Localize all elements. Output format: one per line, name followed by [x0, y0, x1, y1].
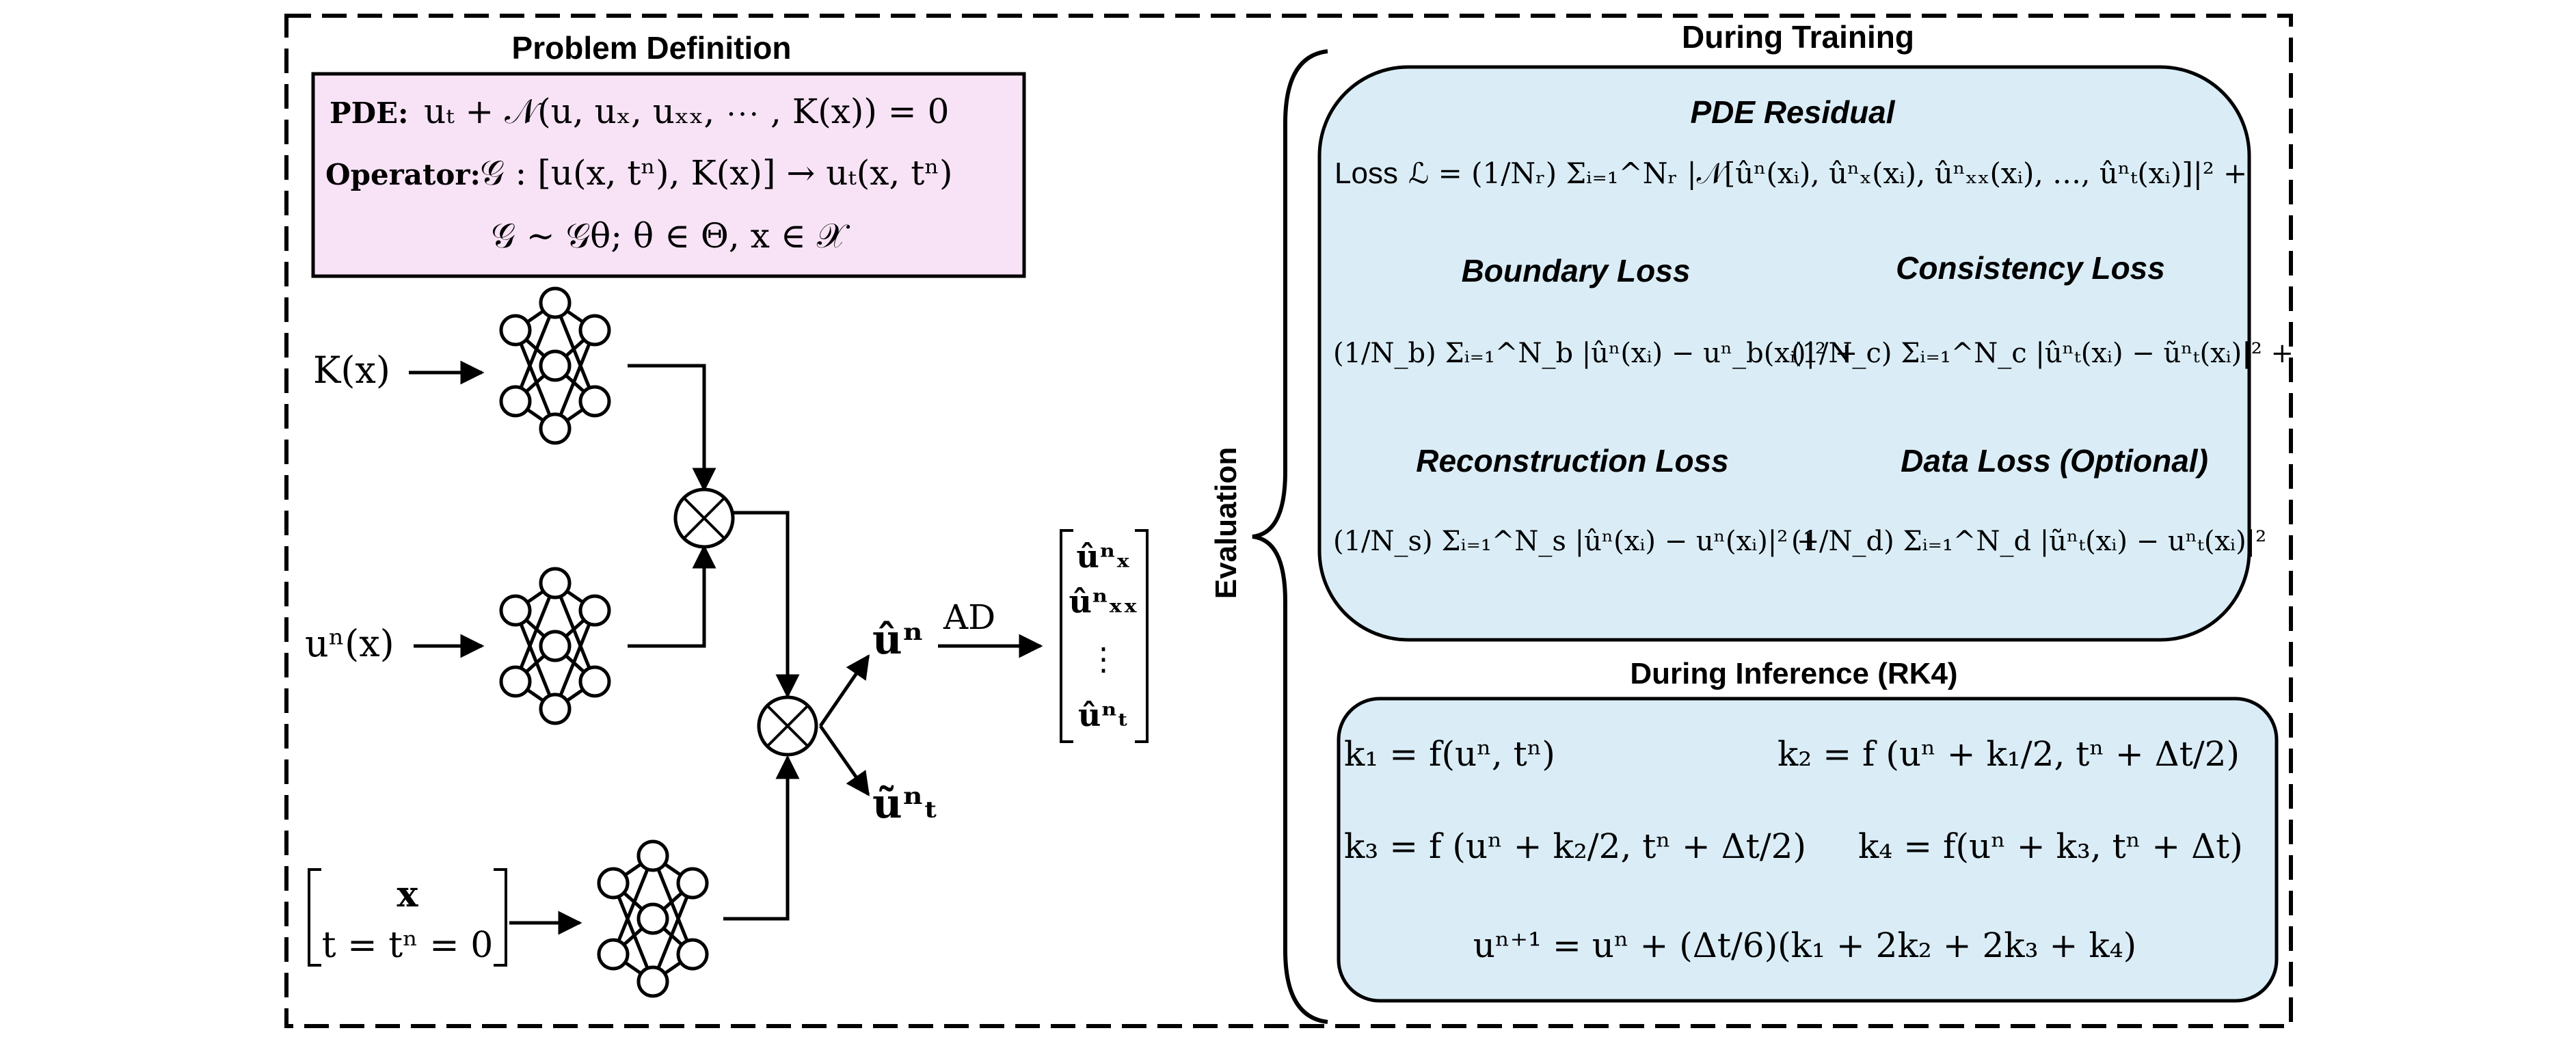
network-node — [636, 965, 669, 998]
network-node — [578, 594, 611, 627]
inference-title: During Inference (RK4) — [1630, 657, 1957, 690]
data-equation: (1/N_d) Σᵢ₌₁^N_d |ũⁿₜ(xᵢ) − uⁿₜ(xᵢ)|² — [1791, 526, 2266, 557]
rk4-k4: k₄ = f(uⁿ + k₃, tⁿ + Δt) — [1858, 826, 2243, 866]
operator-equation: 𝒢 : [u(x, tⁿ), K(x)] → uₜ(x, tⁿ) — [480, 153, 952, 193]
reconstruction-loss-heading: Reconstruction Loss — [1416, 443, 1729, 479]
training-title: During Training — [1682, 19, 1914, 55]
operator-label: Operator: — [325, 158, 481, 191]
operator-space: 𝒢 ∼ 𝒢θ; θ ∈ Θ, x ∈ 𝒳 — [491, 216, 850, 256]
input-u: uⁿ(x) — [305, 622, 394, 665]
network-node — [578, 665, 611, 698]
rk4-k3: k₃ = f (uⁿ + k₂/2, tⁿ + Δt/2) — [1344, 826, 1806, 866]
multiply-icon — [673, 487, 735, 549]
inference-box — [1337, 697, 2279, 1003]
reconstruction-equation: (1/N_s) Σᵢ₌₁^N_s |ûⁿ(xᵢ) − uⁿ(xᵢ)|² + — [1333, 526, 1820, 557]
pde-residual-heading: PDE Residual — [1690, 94, 1895, 130]
pde-label: PDE: — [330, 96, 409, 130]
boundary-equation: (1/N_b) Σᵢ₌₁^N_b |ûⁿ(xᵢ) − uⁿ_b(xᵢ)|² + — [1333, 338, 1857, 369]
input-k: K(x) — [313, 349, 390, 392]
network-node — [578, 314, 611, 347]
network-node — [539, 286, 572, 319]
neural-network-icon — [499, 567, 611, 725]
network-node — [539, 692, 572, 725]
rk4-k2: k₂ = f (uⁿ + k₁/2, tⁿ + Δt/2) — [1777, 734, 2240, 774]
evaluation-brace — [1252, 49, 1328, 1024]
rk4-k1: k₁ = f(uⁿ, tⁿ) — [1344, 734, 1555, 774]
evaluation-label: Evaluation — [1209, 447, 1243, 600]
outer-border — [284, 14, 2293, 1028]
network-node — [597, 938, 630, 971]
consistency-equation: (1/N_c) Σᵢ₌₁^N_c |ûⁿₜ(xᵢ) − ũⁿₜ(xᵢ)|² + — [1791, 338, 2294, 369]
deriv-ut: ûⁿₜ — [1078, 697, 1129, 733]
output-u-tilde-t: ũⁿₜ — [872, 780, 939, 828]
network-node — [676, 938, 709, 971]
network-node — [539, 349, 572, 382]
multiply-icon — [757, 695, 818, 757]
deriv-ux: ûⁿₓ — [1076, 538, 1130, 575]
network-node — [597, 867, 630, 900]
loss-word: Loss — [1334, 157, 1398, 190]
network-node — [578, 385, 611, 418]
boundary-loss-heading: Boundary Loss — [1462, 253, 1691, 288]
pde-equation: uₜ + 𝒩(u, uₓ, uₓₓ, ⋯ , K(x)) = 0 — [424, 92, 949, 131]
network-node — [676, 867, 709, 900]
network-node — [499, 385, 532, 418]
input-x: x — [397, 874, 418, 915]
network-node — [539, 412, 572, 445]
derivative-vector: ûⁿₓ ûⁿₓₓ ⋮ ûⁿₜ — [1060, 529, 1149, 743]
output-u-hat: ûⁿ — [872, 616, 924, 664]
network-diagram: K(x) uⁿ(x) x t = tⁿ = 0 — [305, 286, 1149, 998]
neural-network-icon — [499, 286, 611, 445]
neural-network-icon — [597, 839, 709, 998]
network-node — [499, 314, 532, 347]
network-node — [499, 594, 532, 627]
network-node — [539, 630, 572, 662]
loss-equation: ℒ = (1/Nᵣ) Σᵢ₌₁^Nᵣ |𝒩[ûⁿ(xᵢ), ûⁿₓ(xᵢ), û… — [1408, 157, 2247, 190]
ad-label: AD — [943, 597, 995, 637]
rk4-update: uⁿ⁺¹ = uⁿ + (Δt/6)(k₁ + 2k₂ + 2k₃ + k₄) — [1473, 926, 2136, 965]
deriv-dots: ⋮ — [1088, 641, 1119, 677]
training-box — [1317, 65, 2251, 642]
network-node — [539, 567, 572, 600]
problem-title: Problem Definition — [512, 30, 792, 66]
network-node — [636, 839, 669, 872]
input-vector: x t = tⁿ = 0 — [308, 868, 507, 967]
data-loss-heading: Data Loss (Optional) — [1901, 443, 2208, 479]
consistency-loss-heading: Consistency Loss — [1896, 250, 2165, 286]
deriv-uxx: ûⁿₓₓ — [1069, 583, 1138, 620]
network-node — [636, 902, 669, 935]
network-node — [499, 665, 532, 698]
input-t: t = tⁿ = 0 — [322, 925, 494, 966]
problem-box — [311, 72, 1026, 278]
